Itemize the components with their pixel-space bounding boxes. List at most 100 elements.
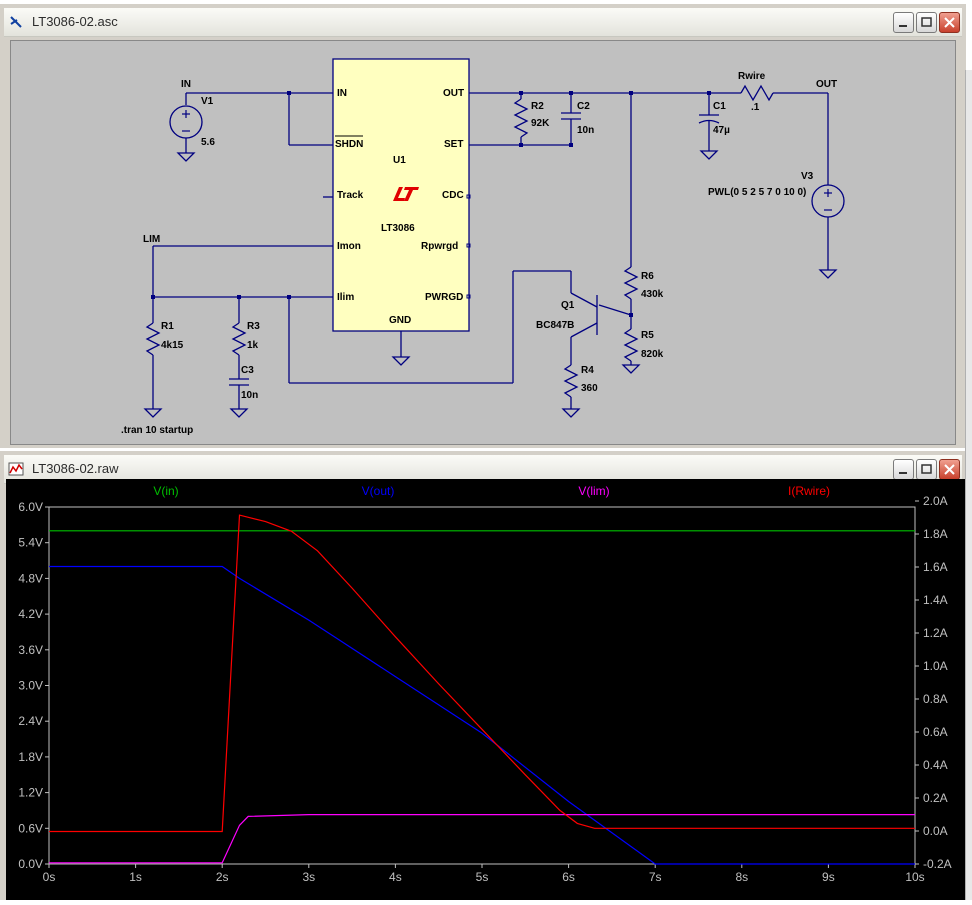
right-tick-label: 0.8A bbox=[923, 692, 948, 706]
out-net-label: OUT bbox=[816, 79, 837, 90]
right-tick-label: 1.2A bbox=[923, 626, 948, 640]
close-button[interactable] bbox=[939, 12, 960, 33]
x-tick-label: 9s bbox=[822, 870, 835, 884]
plot-maximize-button[interactable] bbox=[916, 459, 937, 480]
x-tick-label: 7s bbox=[649, 870, 662, 884]
maximize-icon bbox=[921, 464, 932, 474]
x-tick-label: 1s bbox=[129, 870, 142, 884]
right-tick-label: 1.8A bbox=[923, 527, 948, 541]
schematic-canvas[interactable]: IN SHDN Track Imon Ilim OUT SET CDC Rpwr… bbox=[10, 40, 956, 445]
schematic-drawing[interactable]: IN SHDN Track Imon Ilim OUT SET CDC Rpwr… bbox=[1, 5, 947, 436]
pin-shdn-label: SHDN bbox=[335, 139, 363, 150]
c1-value: 47µ bbox=[713, 125, 730, 136]
r6-label: R6 bbox=[641, 271, 654, 282]
legend-v-in-: V(in) bbox=[153, 484, 178, 498]
left-tick-label: 0.0V bbox=[18, 857, 43, 871]
legend-v-out-: V(out) bbox=[362, 484, 395, 498]
rwire-value: .1 bbox=[751, 102, 760, 113]
c2-label: C2 bbox=[577, 101, 590, 112]
pin-in-label: IN bbox=[337, 88, 347, 99]
c3-label: C3 bbox=[241, 365, 254, 376]
rwire-label: Rwire bbox=[738, 71, 766, 82]
in-net-label: IN bbox=[181, 79, 191, 90]
v3-value: PWL(0 5 2 5 7 0 10 0) bbox=[708, 187, 806, 198]
r3-label: R3 bbox=[247, 321, 260, 332]
legend-i-rwire-: I(Rwire) bbox=[788, 484, 830, 498]
r5-value: 820k bbox=[641, 349, 664, 360]
q1-label: Q1 bbox=[561, 300, 575, 311]
pin-imon-label: Imon bbox=[337, 241, 361, 252]
pin-gnd-label: GND bbox=[389, 315, 411, 326]
lim-net-label: LIM bbox=[143, 234, 160, 245]
plot-window-title: LT3086-02.raw bbox=[32, 461, 119, 476]
plot-frame bbox=[48, 506, 916, 865]
pin-cdc-label: CDC bbox=[442, 190, 464, 201]
minimize-button[interactable] bbox=[893, 12, 914, 33]
left-tick-label: 1.2V bbox=[18, 786, 43, 800]
r1-value: 4k15 bbox=[161, 340, 184, 351]
right-tick-label: 1.0A bbox=[923, 659, 948, 673]
r3-value: 1k bbox=[247, 340, 259, 351]
maximize-button[interactable] bbox=[916, 12, 937, 33]
maximize-icon bbox=[921, 17, 932, 27]
x-tick-label: 5s bbox=[476, 870, 489, 884]
x-tick-label: 0s bbox=[43, 870, 56, 884]
r1-label: R1 bbox=[161, 321, 174, 332]
c1-label: C1 bbox=[713, 101, 726, 112]
pin-out-label: OUT bbox=[443, 88, 464, 99]
plot-minimize-button[interactable] bbox=[893, 459, 914, 480]
r2-value: 92K bbox=[531, 118, 550, 129]
legend-v-lim-: V(lim) bbox=[578, 484, 609, 498]
left-tick-label: 3.6V bbox=[18, 643, 43, 657]
left-tick-label: 3.0V bbox=[18, 679, 43, 693]
minimize-icon bbox=[899, 25, 907, 27]
right-tick-label: -0.2A bbox=[923, 857, 952, 871]
left-tick-label: 2.4V bbox=[18, 714, 43, 728]
component-part: LT3086 bbox=[381, 223, 415, 234]
spice-directive[interactable]: .tran 10 startup bbox=[121, 425, 193, 436]
close-icon bbox=[944, 17, 955, 28]
close-icon bbox=[944, 464, 955, 475]
x-tick-label: 3s bbox=[302, 870, 315, 884]
schematic-window-title: LT3086-02.asc bbox=[32, 14, 118, 29]
right-tick-label: 0.2A bbox=[923, 791, 948, 805]
right-tick-label: 1.6A bbox=[923, 560, 948, 574]
q1-value: BC847B bbox=[536, 320, 574, 331]
v3-label: V3 bbox=[801, 171, 814, 182]
plot-close-button[interactable] bbox=[939, 459, 960, 480]
left-tick-label: 5.4V bbox=[18, 536, 43, 550]
x-tick-label: 6s bbox=[562, 870, 575, 884]
minimize-icon bbox=[899, 472, 907, 474]
left-tick-label: 6.0V bbox=[18, 500, 43, 514]
x-tick-label: 8s bbox=[735, 870, 748, 884]
pin-set-label: SET bbox=[444, 139, 463, 150]
right-tick-label: 0.0A bbox=[923, 824, 948, 838]
waveform-app-icon bbox=[8, 462, 24, 476]
desktop-scrollbar[interactable] bbox=[965, 70, 972, 900]
right-tick-label: 1.4A bbox=[923, 593, 948, 607]
r4-value: 360 bbox=[581, 383, 598, 394]
pin-rpwrgd-label: Rpwrgd bbox=[421, 241, 458, 252]
x-tick-label: 10s bbox=[905, 870, 924, 884]
component-ref: U1 bbox=[393, 155, 406, 166]
schematic-titlebar[interactable]: LT3086-02.asc bbox=[4, 8, 962, 37]
right-tick-label: 2.0A bbox=[923, 494, 948, 508]
right-tick-label: 0.4A bbox=[923, 758, 948, 772]
left-tick-label: 1.8V bbox=[18, 750, 43, 764]
v1-value: 5.6 bbox=[201, 137, 215, 148]
left-tick-label: 0.6V bbox=[18, 821, 43, 835]
c2-value: 10n bbox=[577, 125, 594, 136]
left-tick-label: 4.8V bbox=[18, 571, 43, 585]
pin-pwrgd-label: PWRGD bbox=[425, 292, 463, 303]
right-tick-label: 0.6A bbox=[923, 725, 948, 739]
x-tick-label: 4s bbox=[389, 870, 402, 884]
series-line-v-out- bbox=[49, 565, 915, 865]
schematic-window[interactable]: LT3086-02.asc bbox=[0, 4, 966, 448]
series-line-v-lim- bbox=[49, 814, 915, 864]
v1-label: V1 bbox=[201, 96, 214, 107]
pin-track-label: Track bbox=[337, 190, 364, 201]
r2-label: R2 bbox=[531, 101, 544, 112]
c3-value: 10n bbox=[241, 390, 258, 401]
